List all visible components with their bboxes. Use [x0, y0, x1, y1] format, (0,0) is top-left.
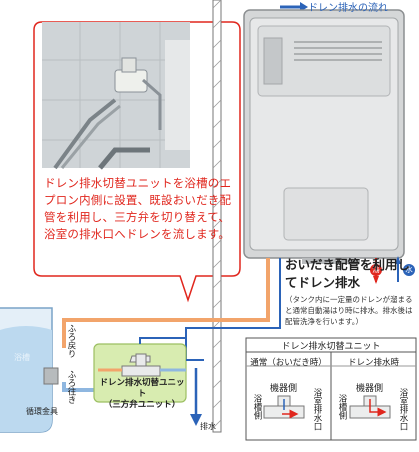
- drain-label: 排水: [200, 422, 216, 431]
- water-heater: [243, 9, 405, 264]
- bathtub: [0, 307, 59, 433]
- legend-drain-device: 機器側: [356, 384, 384, 394]
- flow-label: ドレン排水の流れ: [308, 3, 388, 14]
- legend-drain-valve: [349, 395, 391, 419]
- drain-title: おいだき配管を利用してドレン排水: [285, 257, 411, 290]
- legend-box: [245, 337, 417, 441]
- unit-label: ドレン排水切替ユニット （三方弁ユニット）: [98, 378, 186, 411]
- legend-normal-tub: 浴槽側: [252, 394, 262, 420]
- unit-label-line1: ドレン排水切替ユニット: [99, 378, 185, 399]
- outgoing-label: ふろ往き: [66, 370, 76, 404]
- legend-title: ドレン排水切替ユニット: [281, 342, 381, 352]
- legend-drain-tub: 浴槽側: [337, 394, 347, 420]
- drain-switch-unit: [93, 337, 187, 403]
- bathtub-label: 浴槽: [14, 353, 30, 362]
- drain-outlet-pipe: [186, 359, 204, 426]
- drain-note: （タンク内に一定量のドレンが溜まると通常自動湯はり時に排水。排水後は配管洗浄を行…: [285, 295, 413, 326]
- legend-normal-heading: 通常（おいだき時）: [250, 358, 327, 368]
- fitting-label: 循環金具: [26, 407, 58, 416]
- callout-text: ドレン排水切替ユニットを浴槽のエプロン内側に設置、既設おいだき配管を利用し、三方…: [44, 176, 232, 241]
- water-badge: 水: [403, 264, 415, 276]
- legend-normal-device: 機器側: [270, 384, 298, 394]
- legend-normal-drain: 浴室排水口: [312, 388, 322, 431]
- hot-badge: 湯: [370, 264, 382, 276]
- return-label: ふろ戻り: [66, 324, 76, 358]
- unit-label-line2: （三方弁ユニット）: [103, 400, 181, 410]
- installation-photo: [42, 22, 190, 170]
- legend-drain-heading: ドレン排水時: [347, 358, 399, 368]
- hot-pipe: [62, 258, 270, 348]
- return-pipe: [62, 382, 98, 392]
- legend-drain-drain: 浴室排水口: [398, 388, 408, 431]
- legend-normal-valve: [263, 395, 305, 419]
